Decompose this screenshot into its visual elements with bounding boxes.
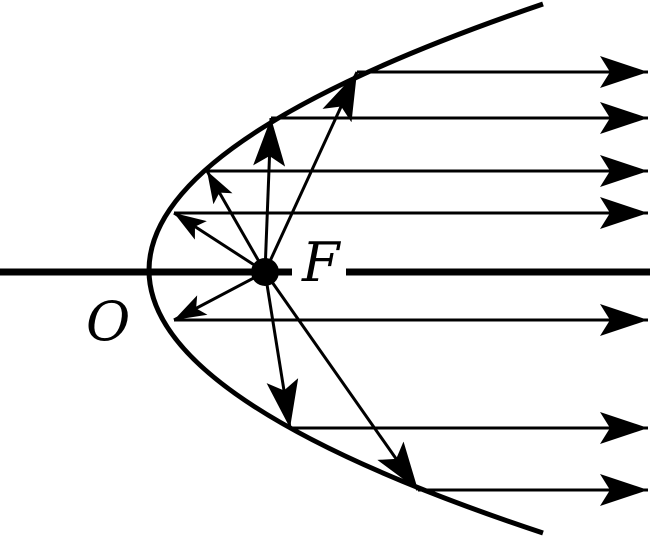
incident-rays (173, 71, 420, 491)
ray-to-point-7 (263, 271, 420, 491)
ray-to-point-6 (263, 271, 299, 429)
vertex-label: O (86, 290, 130, 353)
reflected-rays (174, 56, 648, 506)
ray-to-point-4 (173, 211, 266, 274)
focus-label: F (301, 231, 342, 294)
focus-point (251, 258, 279, 286)
ray-to-point-3 (205, 170, 267, 273)
ray-to-point-5 (173, 270, 266, 322)
ray-to-point-2 (253, 117, 286, 273)
